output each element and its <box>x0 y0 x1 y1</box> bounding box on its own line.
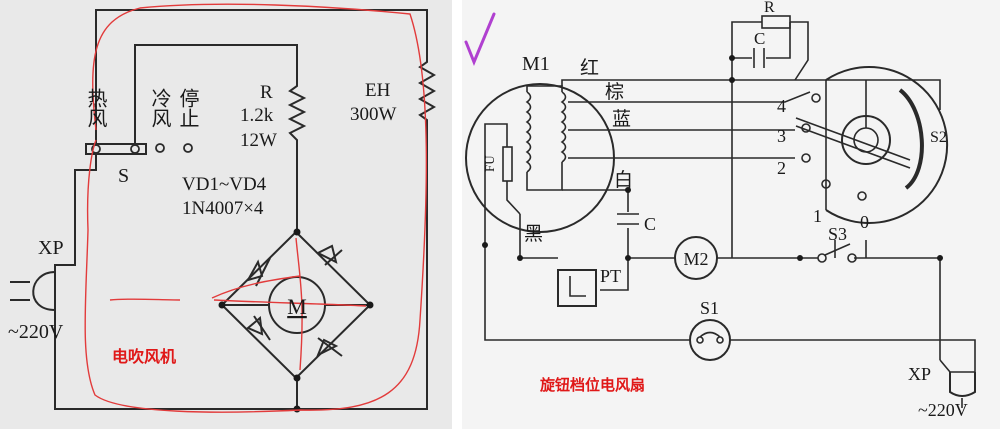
switch-s <box>85 143 193 155</box>
switch-s1 <box>689 319 731 361</box>
wire-color-white: 白 <box>614 169 633 191</box>
timer-pt-label: PT <box>600 266 621 286</box>
diodes-part: 1N4007×4 <box>182 198 264 219</box>
diode-lower-right <box>316 337 343 358</box>
switch-s1-label: S1 <box>700 298 719 318</box>
plug-label: XP <box>38 237 64 259</box>
right-paper <box>462 0 1000 429</box>
paper-gap <box>452 0 462 429</box>
switch-pos-4: 4 <box>777 96 786 116</box>
motor-m1-coils <box>525 85 567 191</box>
switch-pos-3: 3 <box>777 126 786 146</box>
electric-fan-diagram: M1 红 棕 蓝 白 黑 FU R C C 4 3 2 1 0 S2 M2 S3… <box>464 0 976 420</box>
diodes-name: VD1~VD4 <box>182 174 267 195</box>
voltage-label: ~220V <box>8 321 64 343</box>
hair-dryer-caption: 电吹风机 <box>112 347 176 366</box>
switch-pos-2: 2 <box>777 158 786 178</box>
red-current-path <box>84 3 428 413</box>
capacitor-top <box>753 48 765 68</box>
heater-eh-symbol <box>417 55 437 125</box>
switch-pos-cold: 冷风 <box>148 88 172 128</box>
voltage-right-label: ~220V <box>918 400 968 420</box>
resistor-r-label: R <box>764 0 775 16</box>
rotary-switch-s2 <box>795 66 949 224</box>
motor-m2-label: M2 <box>683 249 708 269</box>
switch-s2-label: S2 <box>930 129 947 146</box>
resistor-r-symbol <box>287 80 307 150</box>
resistor-r-box <box>761 15 791 29</box>
resistor-name: R <box>260 82 273 103</box>
fan-caption: 旋钮档位电风扇 <box>539 376 645 394</box>
wire-color-brown: 棕 <box>605 81 624 103</box>
fuse-fu <box>484 123 521 245</box>
fuse-label: FU <box>482 155 497 172</box>
diode-bridge <box>245 244 343 358</box>
heater-power: 300W <box>350 104 397 125</box>
heater-name: EH <box>365 80 391 101</box>
switch-s3 <box>817 243 857 263</box>
check-mark <box>464 12 496 66</box>
switch-pos-0: 0 <box>860 212 869 232</box>
wire-color-blue: 蓝 <box>612 108 631 130</box>
diode-upper-left <box>245 257 271 287</box>
timer-pt <box>557 269 597 307</box>
left-switch-labels: 热风 冷风 停止 <box>84 88 200 128</box>
wire-color-red: 红 <box>580 57 599 79</box>
diode-upper-right <box>315 244 343 266</box>
plug-xp-right <box>939 359 976 408</box>
diode-lower-left <box>246 315 271 341</box>
motor-m2-circle <box>674 236 718 280</box>
hair-dryer-diagram: 热风 冷风 停止 S R 1.2k 12W EH 300W VD1~VD4 1N… <box>8 3 437 413</box>
switch-s-label: S <box>118 165 129 187</box>
switch-s3-label: S3 <box>828 224 847 244</box>
fan-wiring <box>484 21 976 360</box>
switch-pos-stop: 停止 <box>176 88 200 128</box>
resistor-power: 12W <box>240 130 277 151</box>
plug-xp <box>10 271 56 311</box>
switch-pos-1: 1 <box>813 206 822 226</box>
capacitor-bottom <box>617 213 639 225</box>
switch-pos-hot: 热风 <box>84 88 108 128</box>
resistor-value: 1.2k <box>240 105 274 126</box>
right-junctions <box>482 55 943 261</box>
motor-label: M <box>287 294 307 319</box>
motor-m1-label: M1 <box>522 53 550 75</box>
plug-right-label: XP <box>908 364 931 384</box>
wire-color-black: 黑 <box>524 223 543 245</box>
capacitor-bottom-label: C <box>644 214 656 234</box>
capacitor-top-label: C <box>754 29 765 48</box>
